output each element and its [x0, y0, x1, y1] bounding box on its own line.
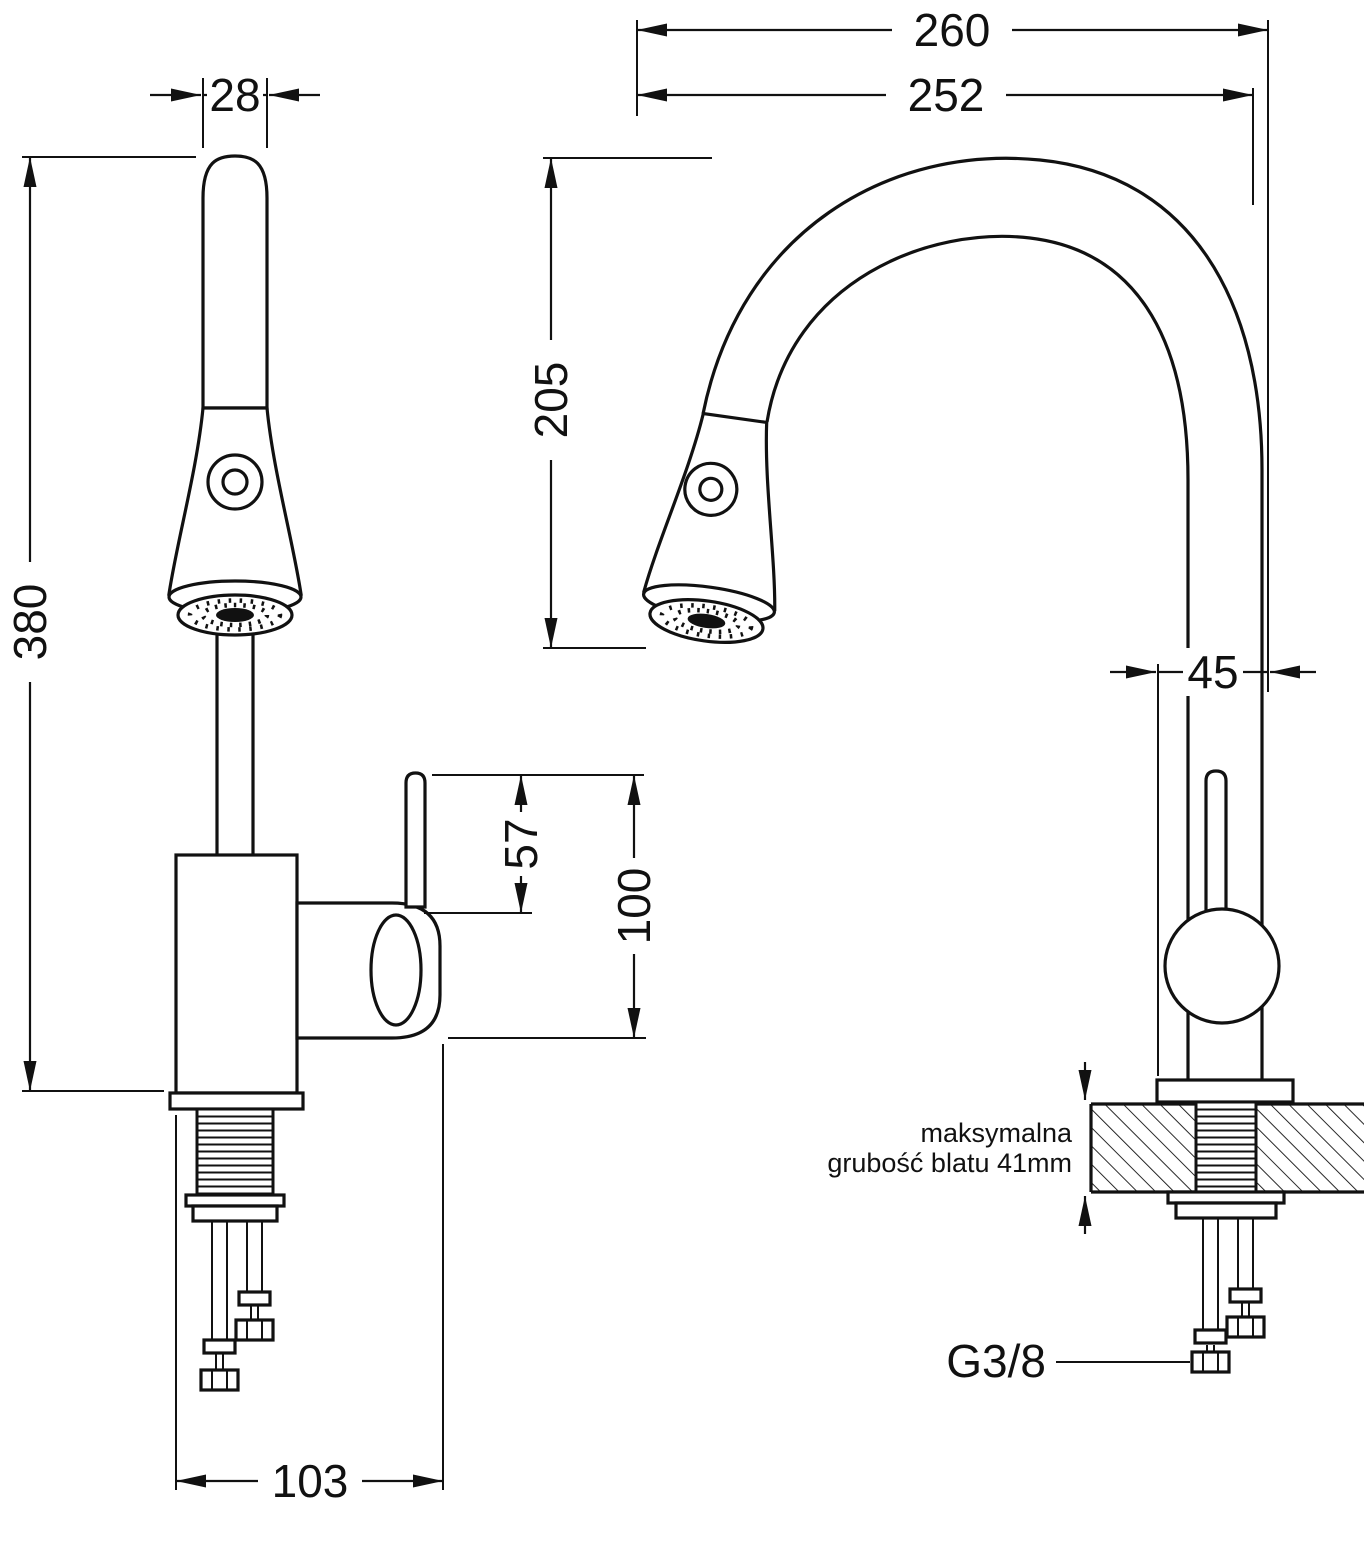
aerator-outlet-side: [687, 613, 726, 629]
dim-base-depth-label: 103: [272, 1455, 349, 1507]
note-line-2: grubość blatu 41mm: [827, 1148, 1072, 1178]
dim-stem-width-label: 28: [209, 69, 260, 121]
countertop-thickness-note: maksymalna grubość blatu 41mm: [827, 1062, 1092, 1234]
dim-spout-reach-label: 252: [908, 69, 985, 121]
faucet-body-front: [174, 853, 299, 1095]
mounting-front: [168, 1091, 305, 1223]
countertop-section: [1089, 1100, 1364, 1194]
wand-stem: [201, 154, 269, 410]
handle-sphere-joint: [1163, 907, 1281, 1025]
thread-size-label: G3/8: [946, 1335, 1046, 1387]
supply-hoses-front: [199, 1221, 275, 1392]
dim-spout-offset: 45: [1110, 646, 1316, 1076]
riser-pipe: [215, 634, 255, 855]
dim-spout-height-label: 205: [525, 362, 577, 439]
front-view: [167, 154, 442, 1392]
dim-stem-width: 28: [150, 69, 320, 148]
handle-front: [295, 771, 442, 1040]
handle-lever-side: [1204, 769, 1228, 932]
dim-spout-offset-label: 45: [1187, 646, 1238, 698]
dimensions: 28 380 57: [4, 4, 1316, 1507]
dim-base-depth: 103: [175, 1044, 444, 1507]
dim-handle-height: 100: [448, 775, 660, 1039]
handle-joint-boot: [369, 913, 423, 1027]
dim-total-reach-label: 260: [914, 4, 991, 56]
spray-head-front: [167, 406, 303, 637]
side-view: maksymalna grubość blatu 41mm G3/8: [641, 156, 1364, 1387]
thread-callout: G3/8: [946, 1335, 1190, 1387]
handle-lever-front: [404, 771, 427, 909]
mounting-side: [1166, 1190, 1286, 1220]
dim-lever-height-label: 57: [495, 818, 547, 869]
base-flange-side: [1155, 1078, 1295, 1104]
dim-spout-height: 205: [525, 157, 712, 649]
dim-total-height: 380: [4, 156, 196, 1092]
supply-hoses-side: [1190, 1218, 1266, 1374]
dim-handle-height-label: 100: [608, 868, 660, 945]
dim-total-reach: 260: [636, 4, 1269, 692]
spray-head-side: [641, 411, 777, 644]
dim-lever-height: 57: [424, 774, 644, 914]
aerator-outlet: [216, 608, 254, 622]
dim-spout-reach: 252: [637, 69, 1254, 205]
dim-total-height-label: 380: [4, 584, 56, 661]
gooseneck-spout: [701, 156, 1264, 1080]
note-line-1: maksymalna: [920, 1118, 1073, 1148]
